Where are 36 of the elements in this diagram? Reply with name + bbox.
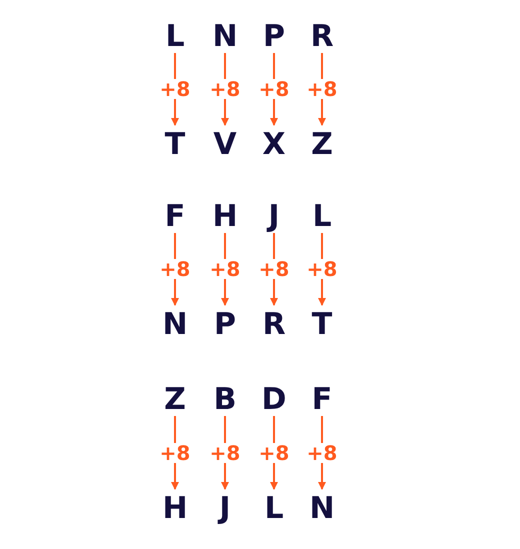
edge-label: +8 bbox=[258, 259, 290, 279]
edge-label: +8 bbox=[208, 79, 242, 99]
letter: H bbox=[157, 491, 193, 523]
letter: L bbox=[157, 19, 193, 51]
letter: J bbox=[256, 199, 292, 231]
edge-label: +8 bbox=[208, 442, 242, 462]
edge-label: +8 bbox=[158, 79, 192, 99]
letter: D bbox=[256, 382, 292, 414]
letter: X bbox=[256, 127, 292, 159]
letter: J bbox=[207, 491, 243, 523]
letter: L bbox=[304, 199, 340, 231]
letter: B bbox=[207, 382, 243, 414]
letter: T bbox=[157, 127, 193, 159]
letter: H bbox=[207, 199, 243, 231]
letter: N bbox=[304, 491, 340, 523]
letter: V bbox=[207, 127, 243, 159]
letter: F bbox=[304, 382, 340, 414]
letter: P bbox=[256, 19, 292, 51]
letter: R bbox=[304, 19, 340, 51]
letter: Z bbox=[157, 382, 193, 414]
edge-label: +8 bbox=[208, 259, 242, 279]
letter: N bbox=[207, 19, 243, 51]
edge-label: +8 bbox=[158, 442, 192, 462]
letter: T bbox=[304, 307, 340, 339]
edge-label: +8 bbox=[258, 79, 290, 99]
edge-label: +8 bbox=[306, 442, 338, 462]
letter: Z bbox=[304, 127, 340, 159]
edge-label: +8 bbox=[306, 259, 338, 279]
edge-label: +8 bbox=[306, 79, 338, 99]
letter: N bbox=[157, 307, 193, 339]
letter: L bbox=[256, 491, 292, 523]
letter: R bbox=[256, 307, 292, 339]
letter: F bbox=[157, 199, 193, 231]
edge-label: +8 bbox=[158, 259, 192, 279]
letter: P bbox=[207, 307, 243, 339]
edge-label: +8 bbox=[258, 442, 290, 462]
